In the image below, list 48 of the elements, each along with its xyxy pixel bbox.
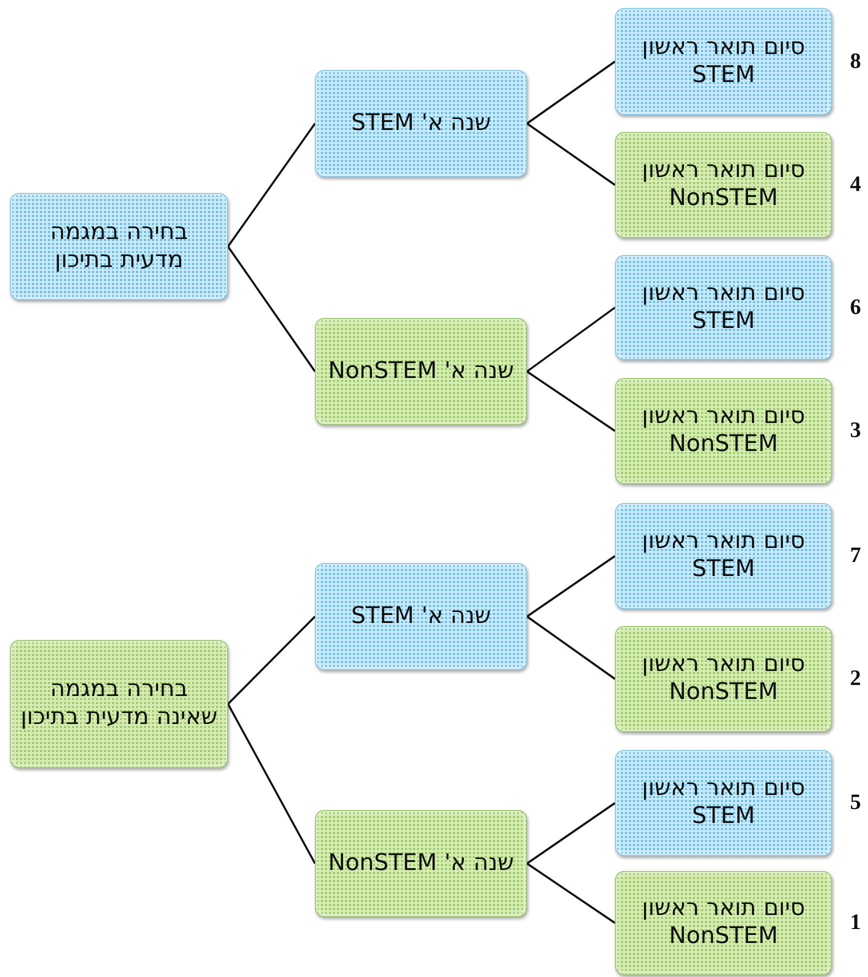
start-node (10, 193, 228, 300)
connector-line (526, 862, 616, 924)
node-label: סיום תואר ראשון NonSTEM (640, 403, 806, 459)
node-label: שנה א' STEM (351, 602, 491, 630)
node-label: שנה א' STEM (351, 110, 491, 138)
stage-box (315, 563, 527, 670)
outcome-box (615, 255, 832, 360)
connector-line (526, 306, 616, 372)
node-label: סיום תואר ראשון NonSTEM (640, 157, 806, 213)
outcome-box (615, 871, 832, 975)
connector-line (526, 60, 616, 124)
connector-line (526, 122, 616, 186)
outcome-box (615, 8, 832, 115)
connector-line (526, 555, 616, 618)
node-label: שנה א' NonSTEM (328, 850, 514, 878)
connector-line (227, 704, 316, 864)
outcome-number: 2 (850, 665, 861, 691)
node-label: בחירה במגמה מדעית בתיכון (49, 218, 189, 274)
outcome-box (615, 132, 832, 238)
outcome-number: 5 (850, 789, 861, 815)
connector-line (526, 802, 616, 864)
node-label: סיום תואר ראשון NonSTEM (640, 651, 806, 707)
stage-box (315, 810, 527, 917)
outcome-number: 7 (850, 542, 861, 568)
start-node (10, 640, 228, 768)
node-label: סיום תואר ראשון STEM (640, 775, 806, 831)
node-label: שנה א' NonSTEM (328, 358, 514, 386)
outcome-box (615, 750, 832, 856)
connector-line (526, 370, 616, 432)
outcome-number: 1 (850, 909, 861, 935)
outcome-number: 8 (850, 48, 861, 74)
outcome-box (615, 378, 832, 484)
node-label: סיום תואר ראשון NonSTEM (640, 895, 806, 951)
outcome-box (615, 626, 832, 732)
connector-line (227, 246, 316, 372)
outcome-number: 6 (850, 294, 861, 320)
outcome-number: 3 (850, 417, 861, 443)
stage-box (315, 318, 527, 425)
node-label: בחירה במגמה שאינה מדעית בתיכון (20, 676, 218, 732)
stage-box (315, 70, 527, 177)
connector-line (227, 122, 316, 248)
node-label: סיום תואר ראשון STEM (640, 280, 806, 336)
outcome-box (615, 503, 832, 609)
connector-line (227, 616, 316, 705)
connector-line (526, 616, 616, 680)
outcome-number: 4 (850, 171, 861, 197)
node-label: סיום תואר ראשון STEM (640, 34, 806, 90)
node-label: סיום תואר ראשון STEM (640, 528, 806, 584)
